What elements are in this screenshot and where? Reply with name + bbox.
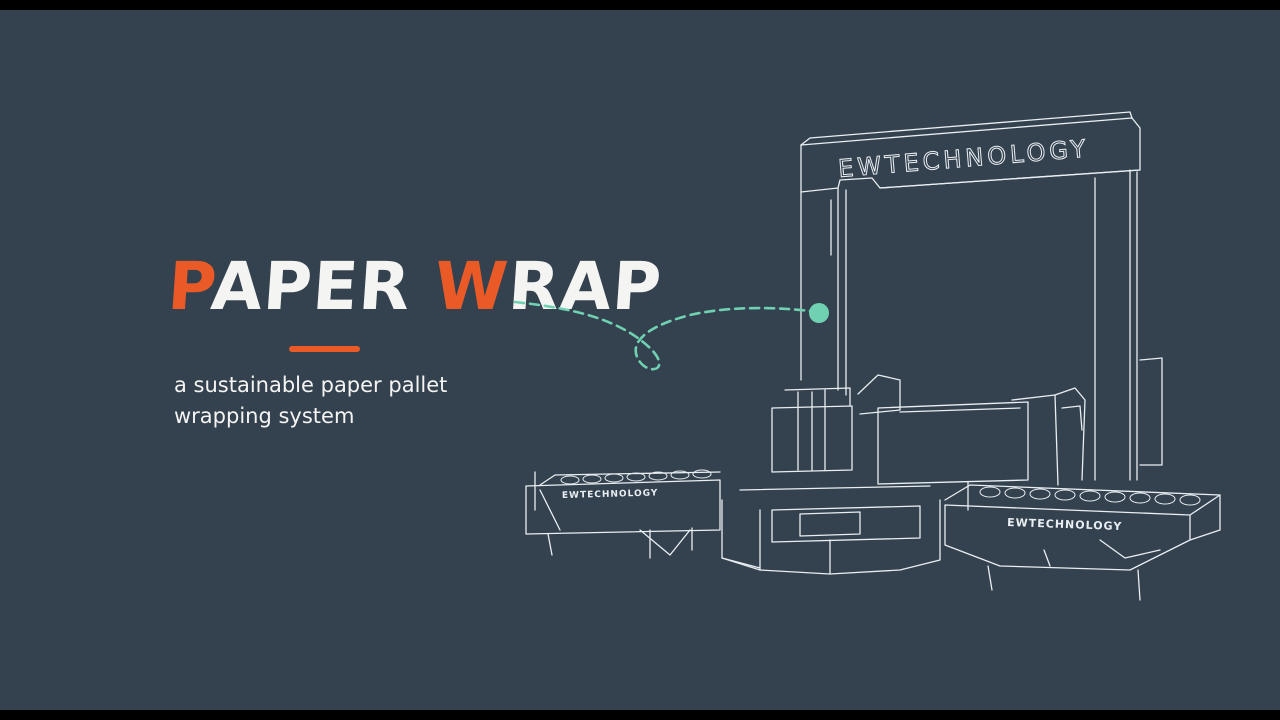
right-conveyor-brand-text: EWTECHNOLOGY — [1007, 516, 1123, 533]
tagline-line-2: wrapping system — [174, 404, 355, 428]
left-conveyor — [525, 471, 721, 559]
tagline: a sustainable paper pallet wrapping syst… — [174, 370, 514, 432]
right-conveyor — [944, 481, 1221, 601]
rollers — [560, 469, 1201, 506]
highlight-marker — [809, 303, 829, 323]
gantry — [800, 111, 1163, 481]
video-frame: PAPER WRAP a sustainable paper pallet wr… — [0, 10, 1280, 710]
dashed-connector — [513, 300, 812, 371]
turntable — [721, 485, 941, 575]
wrap-station — [771, 374, 1086, 486]
headline-underline — [289, 346, 360, 352]
machine-illustration: EWTECHNOLOGY EWTECHNOLOGY EWTECHNOLOGY — [513, 111, 1221, 601]
left-conveyor-brand-text: EWTECHNOLOGY — [562, 488, 659, 501]
tagline-line-1: a sustainable paper pallet — [174, 373, 448, 397]
